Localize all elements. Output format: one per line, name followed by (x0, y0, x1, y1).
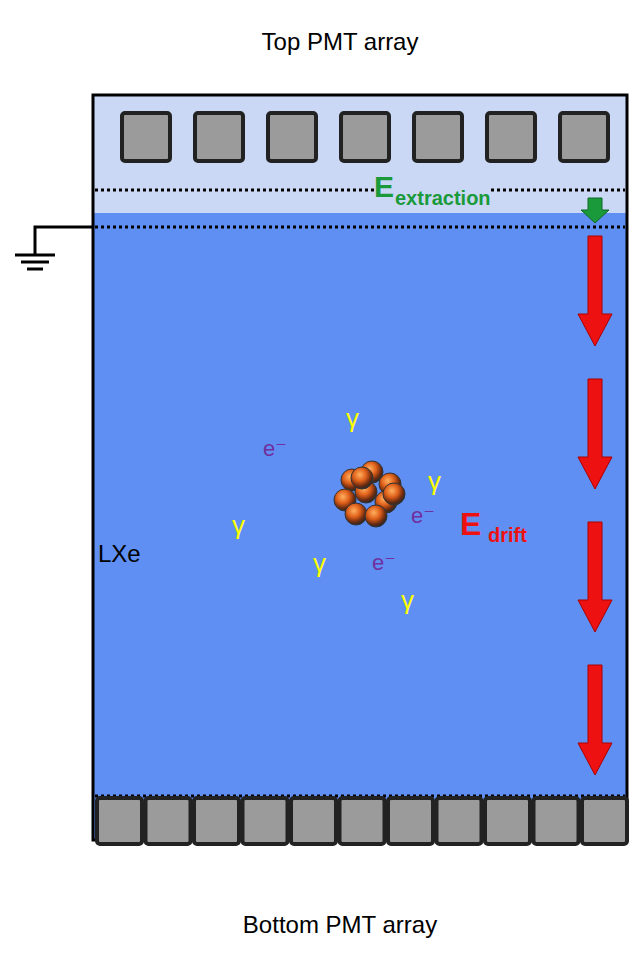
pmt (582, 798, 627, 844)
pmt (268, 113, 316, 161)
pmt (194, 798, 239, 844)
nucleon (383, 483, 405, 505)
vessel-wall (93, 95, 627, 840)
gamma: γ (313, 550, 326, 576)
pmt (340, 798, 385, 844)
anode-grid (95, 189, 625, 192)
liquid-xenon (93, 213, 627, 840)
electron: e⁻ (263, 438, 287, 460)
field-symbol: E (460, 508, 481, 540)
pmt (146, 798, 191, 844)
field-name: extraction (395, 188, 491, 208)
electron: e⁻ (411, 505, 435, 527)
pmt (195, 113, 243, 161)
ground-wire (35, 227, 93, 255)
drift-field-arrows (578, 236, 612, 775)
nucleon (365, 505, 387, 527)
ground-symbol (15, 254, 55, 257)
gamma: γ (428, 468, 441, 494)
bottom-pmt-array (97, 798, 627, 844)
array-heading: Bottom PMT array (243, 913, 437, 937)
ground-symbol (27, 268, 43, 271)
pmt (388, 798, 433, 844)
top-pmt-array (122, 113, 608, 161)
drift-arrow (578, 665, 612, 775)
field-name: drift (488, 525, 527, 545)
nucleon (351, 467, 373, 489)
ground-symbol (21, 261, 49, 264)
gate-grid (95, 226, 625, 229)
drift-arrow (578, 379, 612, 489)
pmt (291, 798, 336, 844)
pmt (534, 798, 579, 844)
gamma: γ (401, 587, 414, 613)
medium-label: LXe (98, 542, 141, 566)
gamma: γ (346, 405, 359, 431)
extraction-field-arrow (581, 198, 609, 223)
field-symbol: E (374, 172, 394, 202)
nucleon (345, 503, 367, 525)
xenon-nucleus (334, 461, 405, 527)
drift-arrow (578, 236, 612, 346)
pmt (414, 113, 462, 161)
drift-arrow (578, 522, 612, 632)
pmt (122, 113, 170, 161)
pmt (560, 113, 608, 161)
pmt (97, 798, 142, 844)
pmt (437, 798, 482, 844)
pmt (341, 113, 389, 161)
array-heading: Top PMT array (262, 30, 419, 54)
pmt (485, 798, 530, 844)
pmt (243, 798, 288, 844)
gas-phase (93, 95, 627, 215)
gamma: γ (232, 512, 245, 538)
pmt (487, 113, 535, 161)
electron: e⁻ (372, 552, 396, 574)
